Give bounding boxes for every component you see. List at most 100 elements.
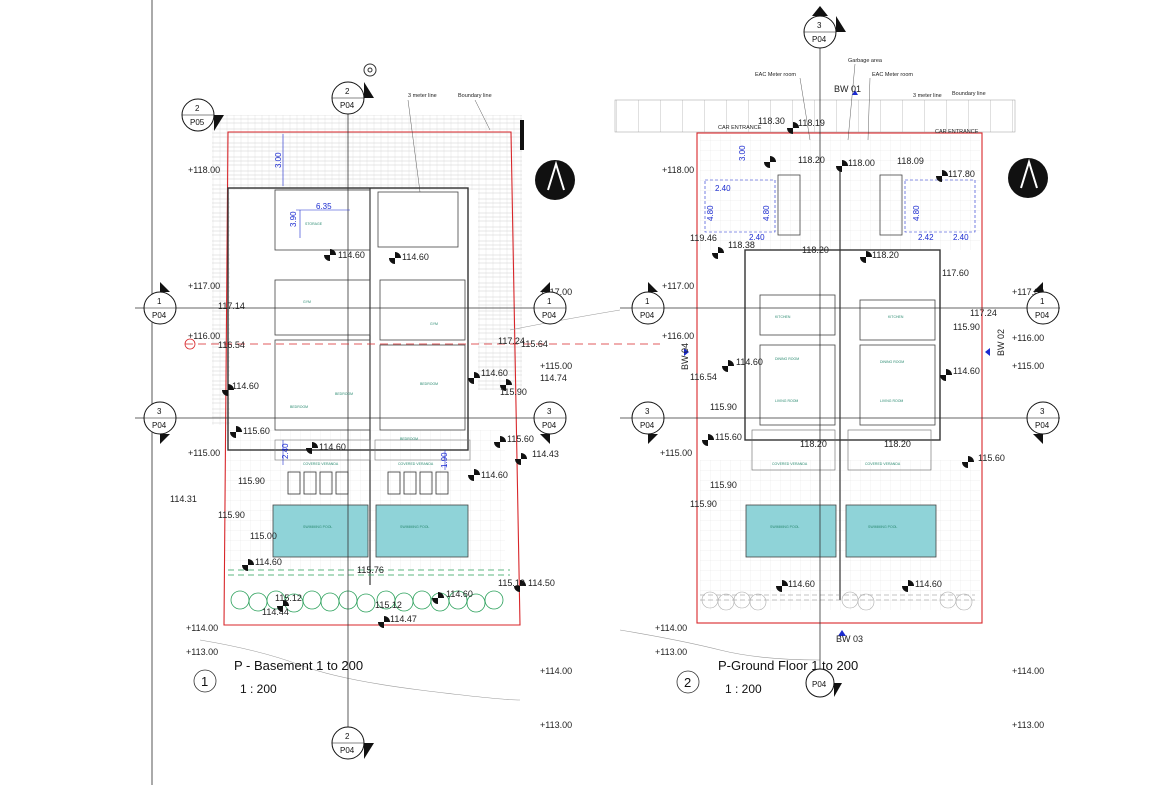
paving-area-left <box>212 190 230 425</box>
gf-spot-6: 117.80 <box>948 169 975 179</box>
gf-room-dining-1: DINING ROOM <box>775 357 799 361</box>
spot-7: 114.60 <box>255 557 282 567</box>
leader-eac2 <box>867 77 871 141</box>
gf-spot-14: 116.54 <box>690 372 717 382</box>
gf-room-kitchen-2: KITCHEN <box>888 315 904 319</box>
ground-floor-plan: EAC Meter room Garbage area EAC Meter ro… <box>614 40 1060 730</box>
plot-boundary-gf <box>696 132 983 624</box>
svg-text:1: 1 <box>547 297 552 306</box>
level-118: +118.00 <box>188 165 220 175</box>
gf-spot-5: 118.09 <box>897 156 924 166</box>
level-113-right: +113.00 <box>540 720 572 730</box>
gf-spot-21: 115.60 <box>978 453 1005 463</box>
room-storage: STORAGE <box>305 222 323 226</box>
road-strip <box>614 99 1016 133</box>
spot-14: 115.00 <box>250 531 277 541</box>
svg-text:P04: P04 <box>812 680 827 689</box>
gf-spot-9: 118.20 <box>872 250 899 260</box>
swimming-pool-left <box>272 504 369 558</box>
spot-27: 114.43 <box>532 449 559 459</box>
kitchen-right <box>859 299 936 341</box>
section-marker-top-basement: 2 P04 <box>331 81 374 115</box>
bw03-label: BW 03 <box>836 634 863 644</box>
room-bedroom-3: BEDROOM <box>420 382 438 386</box>
section-marker-gf-right-3: 3 P04 <box>1026 401 1060 444</box>
bw04-marker <box>684 348 689 356</box>
storage-room <box>274 189 371 251</box>
note-eac-1: EAC Meter room <box>755 72 796 78</box>
gf-spot-23: 115.90 <box>690 499 717 509</box>
note-car-entrance-1: CAR ENTRANCE <box>718 125 762 131</box>
spot-5: 114.60 <box>481 368 508 378</box>
veranda-right <box>374 439 471 461</box>
section-marker-gf-left-3: 3 P04 <box>631 401 665 444</box>
svg-text:P04: P04 <box>152 311 167 320</box>
room-veranda-right: COVERED VERANDA <box>398 462 434 466</box>
spot-21: 114.44 <box>262 607 289 617</box>
bw02-label: BW 02 <box>996 329 1006 356</box>
living-left <box>759 344 836 426</box>
spot-26: 114.50 <box>528 578 555 588</box>
gf-drawing-number: 2 <box>684 675 691 690</box>
gf-spot-19: 118.20 <box>800 439 827 449</box>
svg-text:3: 3 <box>157 407 162 416</box>
spot-16: 116.54 <box>218 340 245 350</box>
svg-text:2: 2 <box>195 104 200 113</box>
gf-room-veranda-2: COVERED VERANDA <box>865 462 901 466</box>
spot-9: 115.60 <box>243 426 270 436</box>
svg-text:3: 3 <box>1040 407 1045 416</box>
spot-level-markers <box>222 249 527 628</box>
svg-text:3: 3 <box>645 407 650 416</box>
level-115: +115.00 <box>188 448 220 458</box>
room-pool-left: SWIMMING POOL <box>303 525 332 529</box>
spot-2: 114.60 <box>402 252 429 262</box>
svg-text:1: 1 <box>645 297 650 306</box>
gf-level-117: +117.00 <box>662 281 694 291</box>
room-bedroom-2: BEDROOM <box>335 392 353 396</box>
leader-3m <box>407 99 421 193</box>
svg-text:2: 2 <box>345 87 350 96</box>
dim-2-40: 2.40 <box>281 443 290 459</box>
gf-level-113-right: +113.00 <box>1012 720 1044 730</box>
gf-dim-2-40b: 2.40 <box>749 233 765 242</box>
spot-19: 114.74 <box>540 373 567 383</box>
spot-15: 117.14 <box>218 301 245 311</box>
gf-drawing-scale: 1 : 200 <box>725 682 762 696</box>
svg-text:P04: P04 <box>542 311 557 320</box>
drawing-scale: 1 : 200 <box>240 682 277 696</box>
swimming-pool-right <box>375 504 469 558</box>
gf-dim-4-80b: 4.80 <box>762 205 771 221</box>
room-bedroom-4: BEDROOM <box>400 437 418 441</box>
bw01-label: BW 01 <box>834 84 861 94</box>
svg-text:P04: P04 <box>640 311 655 320</box>
north-arrow-icon-gf <box>1008 158 1048 198</box>
gf-spot-1: 118.30 <box>758 116 785 126</box>
note-boundary-gf: Boundary line <box>952 91 986 97</box>
gf-spot-8: 118.20 <box>802 245 829 255</box>
gf-spot-2: 118.19 <box>798 118 825 128</box>
spot-25: 115.12 <box>498 578 525 588</box>
gf-room-veranda-1: COVERED VERANDA <box>772 462 808 466</box>
veranda-left <box>274 439 371 461</box>
room-veranda-left: COVERED VERANDA <box>303 462 339 466</box>
spot-11: 115.90 <box>238 476 265 486</box>
level-117-right: +117.00 <box>540 287 572 297</box>
plot-boundary <box>223 131 521 626</box>
living-right <box>859 344 936 426</box>
dimension-lines <box>282 134 446 470</box>
section-marker-gf-right-1: 1 P04 <box>1026 282 1060 325</box>
note-3m-line: 3 meter line <box>408 93 437 99</box>
spot-1: 114.60 <box>338 250 365 260</box>
gf-level-114-right: +114.00 <box>1012 666 1044 676</box>
contour-line <box>199 639 521 701</box>
stair-right <box>879 174 903 236</box>
gf-room-living-2: LIVING ROOM <box>880 399 903 403</box>
gf-room-living-1: LIVING ROOM <box>775 399 798 403</box>
gf-spot-25: 114.60 <box>915 579 942 589</box>
spot-18: 117.24 <box>498 336 525 346</box>
gf-spot-20: 118.20 <box>884 439 911 449</box>
svg-text:P04: P04 <box>812 35 827 44</box>
svg-text:P04: P04 <box>1035 421 1050 430</box>
gf-level-114: +114.00 <box>655 623 687 633</box>
stair-left <box>777 174 801 236</box>
